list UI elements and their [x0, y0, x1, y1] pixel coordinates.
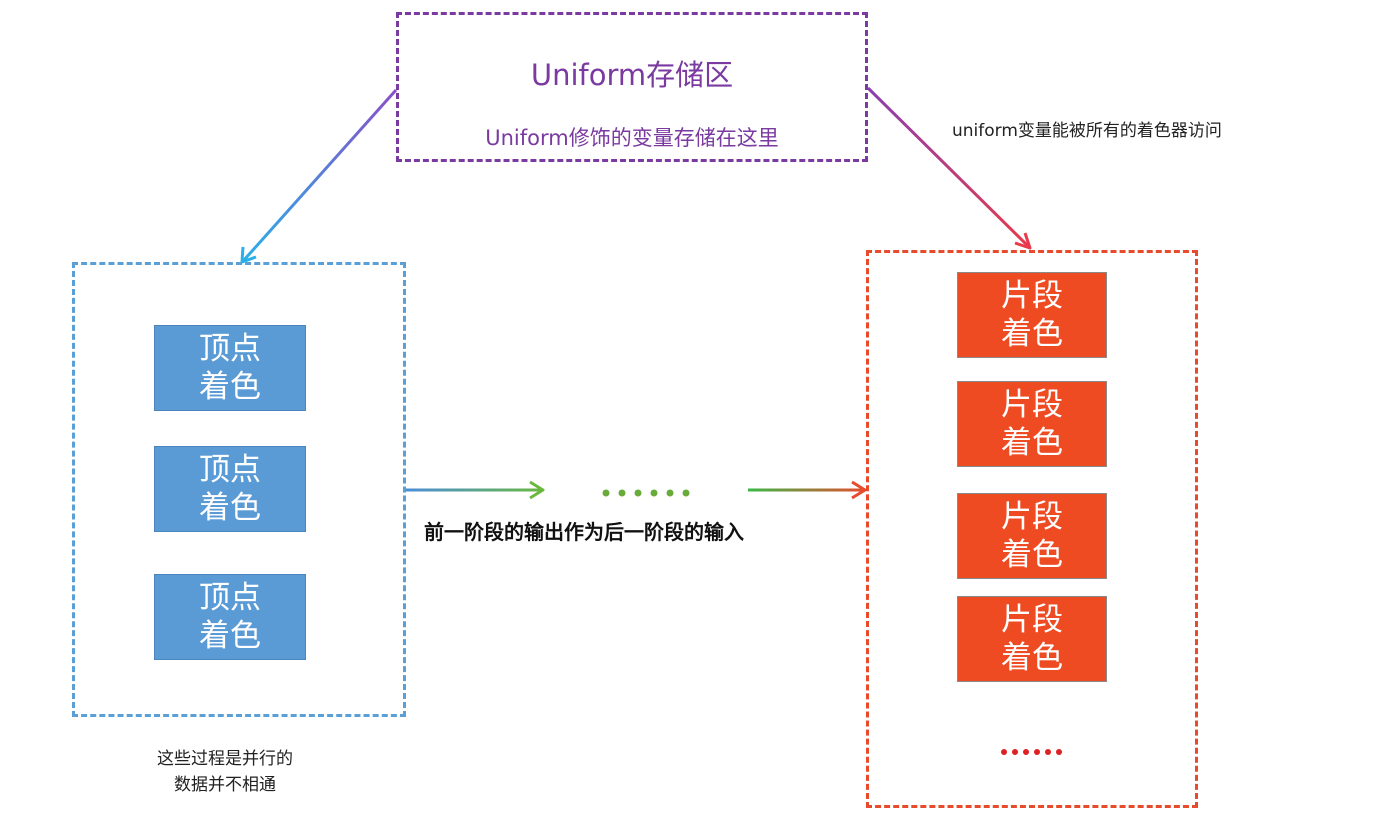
fragment-shader-label-line2: 着色 — [1001, 425, 1063, 461]
vertex-shader-label-line1: 顶点 — [199, 331, 261, 367]
vertex-shader-block: 顶点 着色 — [154, 574, 306, 660]
uniform-to-fragment-arrow — [866, 86, 1032, 250]
uniform-storage-title: Uniform存储区 — [530, 58, 734, 92]
fragment-shader-label-line1: 片段 — [1001, 387, 1063, 423]
uniform-storage-subtitle: Uniform修饰的变量存储在这里 — [485, 126, 779, 150]
fragment-shader-block: 片段 着色 — [957, 381, 1107, 467]
vertex-shader-block: 顶点 着色 — [154, 325, 306, 411]
fragment-shader-block: 片段 着色 — [957, 493, 1107, 579]
fragment-shader-label-line2: 着色 — [1001, 316, 1063, 352]
fragment-shader-block: 片段 着色 — [957, 272, 1107, 358]
parallel-note: 这些过程是并行的 数据并不相通 — [157, 749, 293, 795]
fragment-shader-block: 片段 着色 — [957, 596, 1107, 682]
fragment-shader-label-line1: 片段 — [1001, 602, 1063, 638]
fragment-shader-group — [866, 250, 1198, 808]
vertex-output-arrow — [406, 480, 545, 500]
vertex-shader-label-line2: 着色 — [199, 618, 261, 654]
vertex-shader-label-line2: 着色 — [199, 369, 261, 405]
uniform-access-note: uniform变量能被所有的着色器访问 — [952, 121, 1222, 141]
fragment-shader-label-line2: 着色 — [1001, 640, 1063, 676]
fragment-shader-label-line2: 着色 — [1001, 537, 1063, 573]
fragment-ellipsis-dots — [1001, 749, 1062, 755]
pipeline-note: 前一阶段的输出作为后一阶段的输入 — [424, 520, 744, 544]
pipeline-ellipsis-dots — [602, 489, 690, 497]
vertex-shader-label-line2: 着色 — [199, 490, 261, 526]
fragment-shader-label-line1: 片段 — [1001, 278, 1063, 314]
vertex-shader-block: 顶点 着色 — [154, 446, 306, 532]
fragment-input-arrow — [748, 480, 867, 500]
uniform-to-vertex-arrow — [240, 89, 398, 264]
vertex-shader-group — [72, 262, 406, 717]
vertex-shader-label-line1: 顶点 — [199, 452, 261, 488]
vertex-shader-label-line1: 顶点 — [199, 580, 261, 616]
fragment-shader-label-line1: 片段 — [1001, 499, 1063, 535]
uniform-storage-box — [396, 12, 868, 162]
